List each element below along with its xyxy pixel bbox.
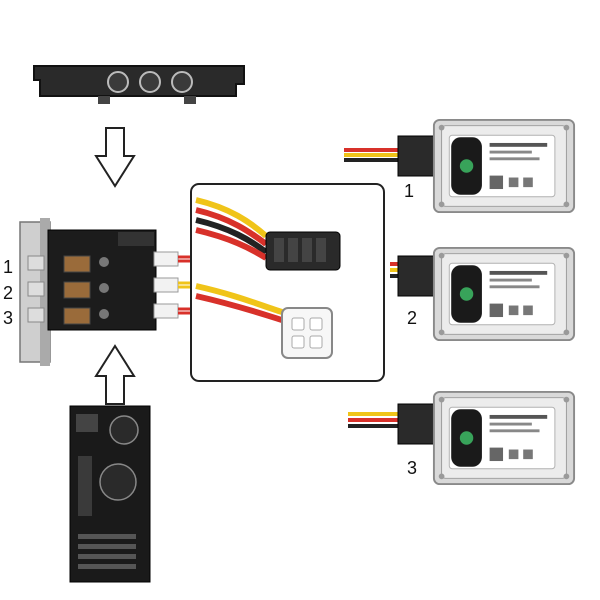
fan-knob-2 [139,71,161,93]
molex-port-2 [63,281,91,299]
hdd-2 [390,246,576,342]
card-port-label-3: 3 [3,308,14,328]
molex-port-3 [63,307,91,325]
controller-card [19,218,192,366]
sata-power-connector [265,231,341,271]
card-port-label-2: 2 [3,283,14,303]
fan-knob-1 [107,71,129,93]
fan-knob-3 [171,71,193,93]
cable-detail-box [190,183,385,382]
hdd-1 [344,118,576,214]
pci-bracket-top [33,65,245,104]
drive-label-3: 3 [407,458,418,478]
drive-label-2: 2 [407,308,418,328]
up-arrow-icon [94,344,136,405]
pc-tower [69,405,151,583]
psu-fan-icon [109,415,139,445]
card-port-label-1: 1 [3,257,14,277]
case-fan-icon [99,463,137,501]
down-arrow-icon [94,127,136,188]
drive-label-1: 1 [404,181,415,201]
molex-port-1 [63,255,91,273]
hdd-3 [348,390,576,486]
molex-4pin-connector [281,307,333,359]
